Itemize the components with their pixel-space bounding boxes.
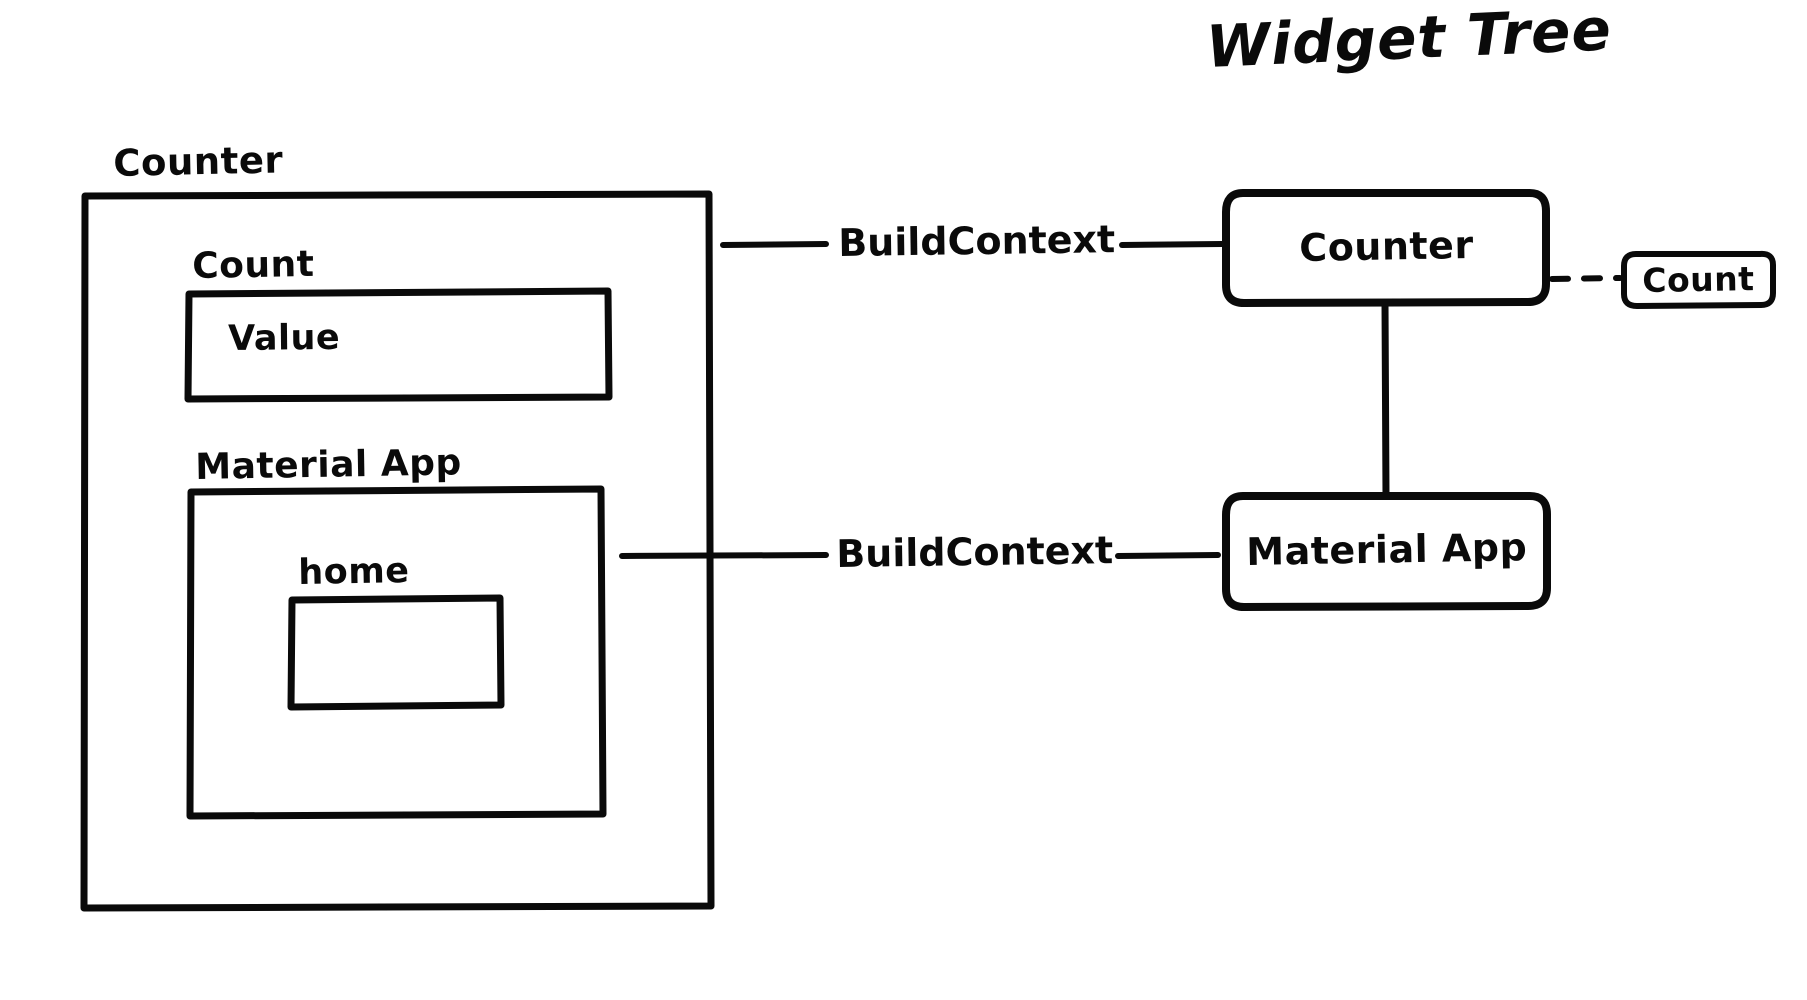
buildcontext-line-right-bottom xyxy=(1115,552,1221,559)
material-app-box-label: Material App xyxy=(194,442,463,488)
count-box-label: Count xyxy=(191,243,315,287)
tree-node-counter-label: Counter xyxy=(1298,222,1474,270)
buildcontext-label-top: BuildContext xyxy=(837,217,1116,265)
tree-node-count[interactable]: Count xyxy=(1624,254,1773,306)
buildcontext-line-left-top xyxy=(720,241,829,248)
buildcontext-label-bottom: BuildContext xyxy=(835,528,1114,576)
home-box-shape xyxy=(287,594,505,711)
count-box-value-text: Value xyxy=(227,317,341,359)
tree-node-counter[interactable]: Counter xyxy=(1226,193,1546,303)
tree-edge-counter-to-materialapp xyxy=(1381,299,1390,500)
page-title: Widget Tree xyxy=(1204,0,1613,81)
tree-node-material-app-label: Material App xyxy=(1246,524,1528,574)
buildcontext-line-right-top xyxy=(1119,241,1225,248)
buildcontext-line-left-bottom xyxy=(619,552,829,559)
home-box-label: home xyxy=(297,551,410,593)
material-app-box-shape xyxy=(186,485,607,820)
tree-node-material-app[interactable]: Material App xyxy=(1226,496,1547,607)
tree-edge-counter-to-count-dashed xyxy=(1549,275,1623,282)
tree-node-count-label: Count xyxy=(1642,258,1756,300)
counter-box-label: Counter xyxy=(112,138,284,185)
